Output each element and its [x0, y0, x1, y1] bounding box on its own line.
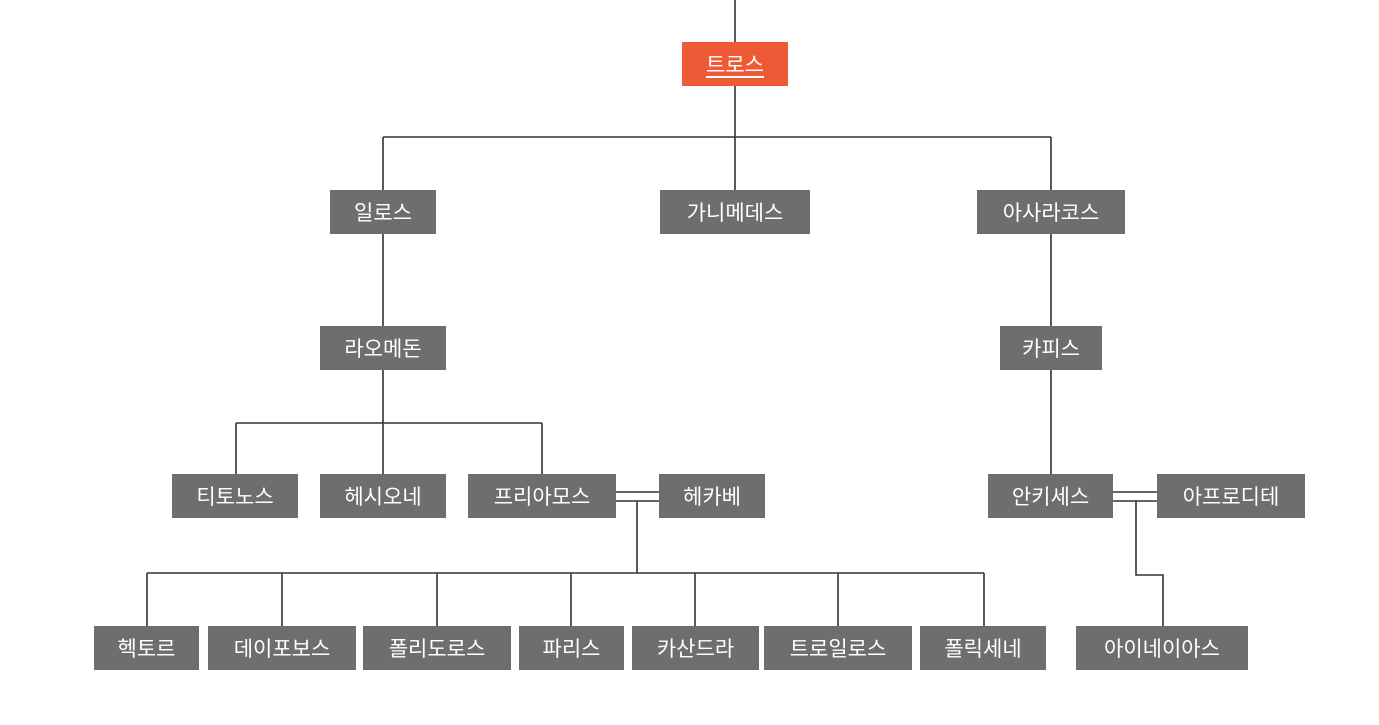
- node-label: 라오메돈: [344, 337, 422, 361]
- node-label: 헤카베: [683, 485, 741, 509]
- line-root-to-gen1: [382, 84, 1052, 190]
- node-hector[interactable]: 헥토르: [94, 626, 199, 670]
- node-tros[interactable]: 트로스: [682, 42, 788, 86]
- node-label: 티토노스: [196, 485, 274, 509]
- node-aeneas[interactable]: 아이네이아스: [1076, 626, 1248, 670]
- node-ilos[interactable]: 일로스: [330, 190, 436, 234]
- node-label: 카산드라: [656, 637, 735, 661]
- node-label: 파리스: [542, 637, 601, 661]
- node-laomedon[interactable]: 라오메돈: [320, 326, 446, 370]
- node-label: 트로스: [706, 53, 764, 77]
- node-label: 프리아모스: [493, 485, 591, 509]
- node-aphrodite[interactable]: 아프로디테: [1157, 474, 1305, 518]
- node-label: 가니메데스: [686, 201, 784, 225]
- node-label: 아프로디테: [1182, 485, 1280, 509]
- node-assaracus[interactable]: 아사라코스: [977, 190, 1125, 234]
- node-cassandra[interactable]: 카산드라: [632, 626, 759, 670]
- node-hecuba[interactable]: 헤카베: [659, 474, 765, 518]
- line-anchises-aeneas: [1135, 501, 1164, 626]
- node-capys[interactable]: 카피스: [1000, 326, 1102, 370]
- node-hesione[interactable]: 헤시오네: [320, 474, 446, 518]
- node-label: 폴리도로스: [388, 637, 486, 661]
- node-polydorus[interactable]: 폴리도로스: [363, 626, 511, 670]
- line-priam-children: [146, 501, 985, 626]
- node-label: 아사라코스: [1002, 201, 1100, 225]
- node-label: 안키세스: [1011, 485, 1090, 509]
- line-laomedon-children: [235, 370, 543, 474]
- node-troilus[interactable]: 트로일로스: [764, 626, 912, 670]
- node-label: 데이포보스: [233, 637, 331, 661]
- node-deiphobus[interactable]: 데이포보스: [208, 626, 356, 670]
- node-label: 폴릭세네: [944, 637, 1022, 661]
- node-label: 카피스: [1022, 337, 1080, 361]
- node-label: 일로스: [354, 201, 412, 225]
- node-label: 트로일로스: [789, 637, 887, 661]
- marriage-priam-hecuba: [616, 491, 659, 502]
- node-polyxena[interactable]: 폴릭세네: [920, 626, 1046, 670]
- node-label: 헤시오네: [344, 485, 422, 509]
- node-label: 아이네이아스: [1104, 637, 1220, 661]
- node-priam[interactable]: 프리아모스: [468, 474, 616, 518]
- node-paris[interactable]: 파리스: [519, 626, 624, 670]
- marriage-anchises-aphrodite: [1113, 491, 1157, 502]
- node-label: 헥토르: [117, 637, 176, 661]
- node-tithonus[interactable]: 티토노스: [172, 474, 298, 518]
- node-ganymedes[interactable]: 가니메데스: [660, 190, 810, 234]
- node-anchises[interactable]: 안키세스: [988, 474, 1113, 518]
